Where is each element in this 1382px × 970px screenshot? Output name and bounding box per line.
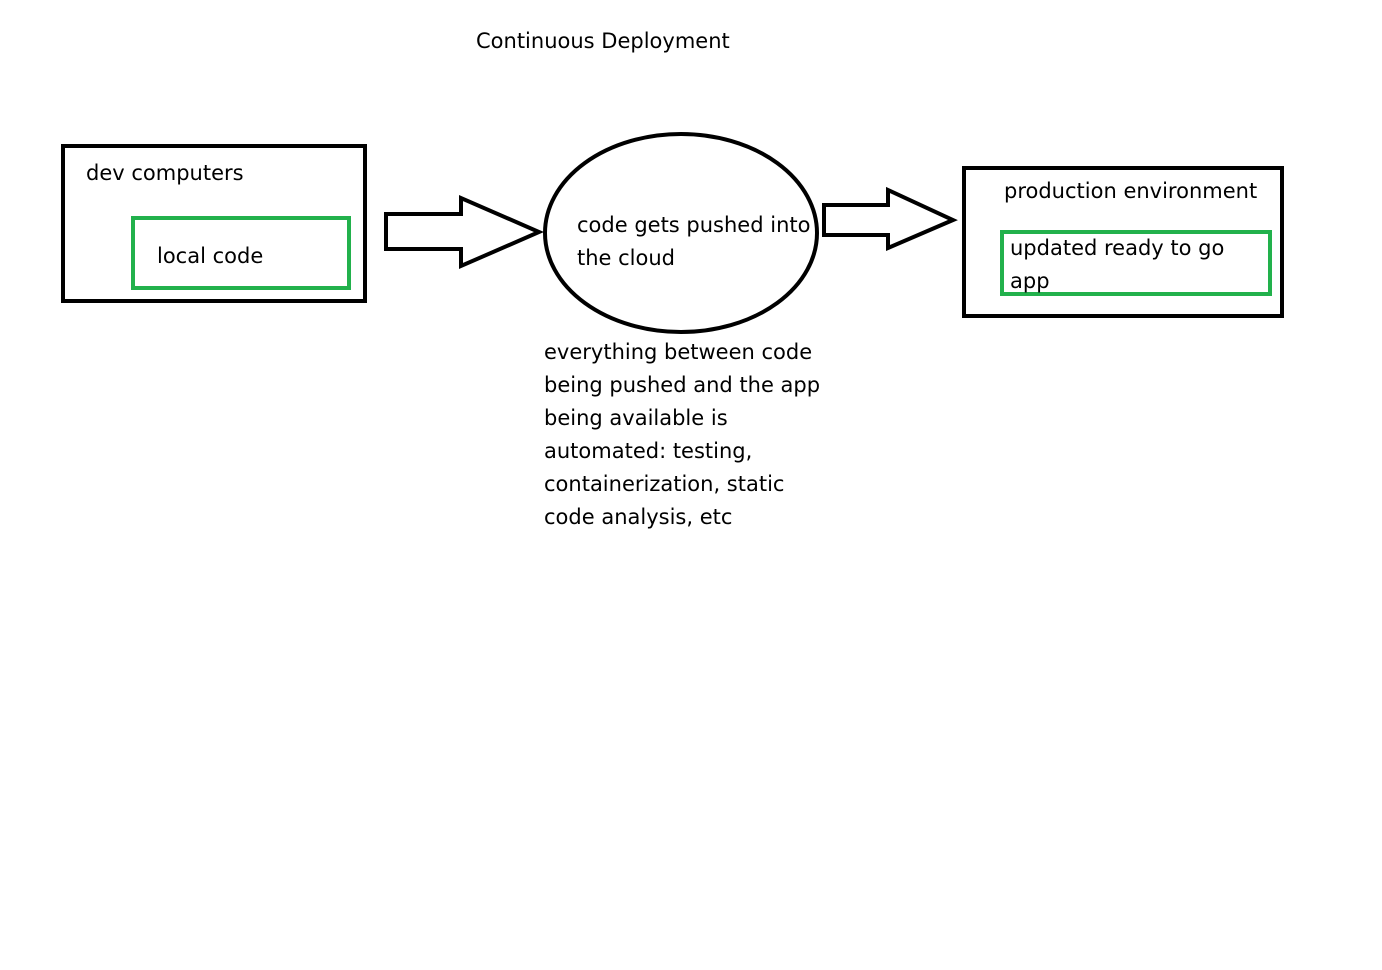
arrow-cloud-to-prod (822, 186, 958, 252)
production-environment-box (962, 166, 1284, 318)
diagram-title: Continuous Deployment (476, 29, 730, 53)
updated-app-box (1000, 230, 1272, 296)
cloud-ellipse (543, 132, 819, 334)
local-code-box (131, 216, 351, 290)
dev-computers-box (61, 144, 367, 303)
updated-app-label: updated ready to go app (1010, 236, 1225, 293)
production-environment-label: production environment (1004, 179, 1258, 203)
dev-computers-label: dev computers (86, 161, 244, 185)
automation-note: everything between code being pushed and… (544, 340, 821, 529)
local-code-label: local code (157, 244, 264, 268)
cloud-label: code gets pushed into the cloud (577, 213, 811, 270)
arrow-dev-to-cloud (384, 194, 545, 270)
